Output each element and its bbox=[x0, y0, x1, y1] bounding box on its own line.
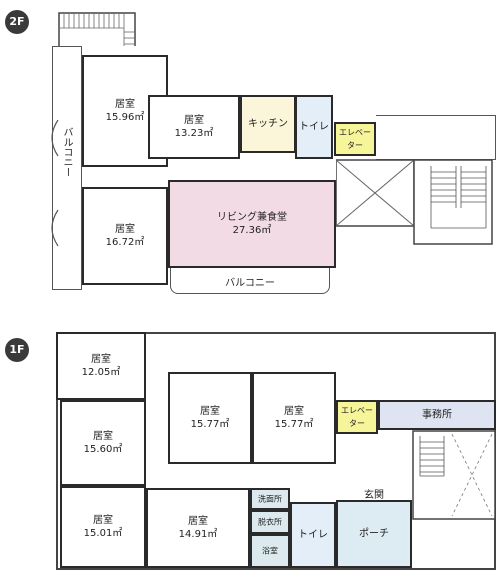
room-1f-office: 事務所 bbox=[378, 400, 496, 430]
room-1f-dressing: 脱衣所 bbox=[250, 510, 290, 534]
room-2f-kitchen: キッチン bbox=[240, 95, 296, 153]
room-1f-washroom: 洗面所 bbox=[250, 488, 290, 510]
stair-2f-top bbox=[58, 12, 136, 50]
balcony-2f-curves bbox=[51, 120, 59, 247]
stair-1f bbox=[412, 430, 496, 520]
balcony-2f-bottom: バルコニー bbox=[170, 268, 330, 294]
floor-badge-2f: 2F bbox=[5, 10, 29, 34]
room-1f-bathroom: 浴室 bbox=[250, 534, 290, 568]
corridor-2f-right bbox=[376, 115, 496, 160]
balcony-2f-bottom-label: バルコニー bbox=[225, 278, 275, 289]
room-1f-elevator: エレベーター bbox=[336, 400, 378, 434]
room-1f-toilet: トイレ bbox=[290, 502, 336, 568]
room-2f-elevator: エレベーター bbox=[334, 122, 376, 156]
room-1f-porch: ポーチ bbox=[336, 500, 412, 568]
floor-badge-1f: 1F bbox=[5, 338, 29, 362]
balcony-2f-side: バルコニー bbox=[52, 46, 82, 290]
balcony-2f-side-label: バルコニー bbox=[61, 127, 72, 177]
stair-2f-right bbox=[336, 159, 493, 245]
room-2f-toilet: トイレ bbox=[295, 95, 333, 159]
room-1f-entrance-label: 玄関 bbox=[364, 490, 384, 501]
